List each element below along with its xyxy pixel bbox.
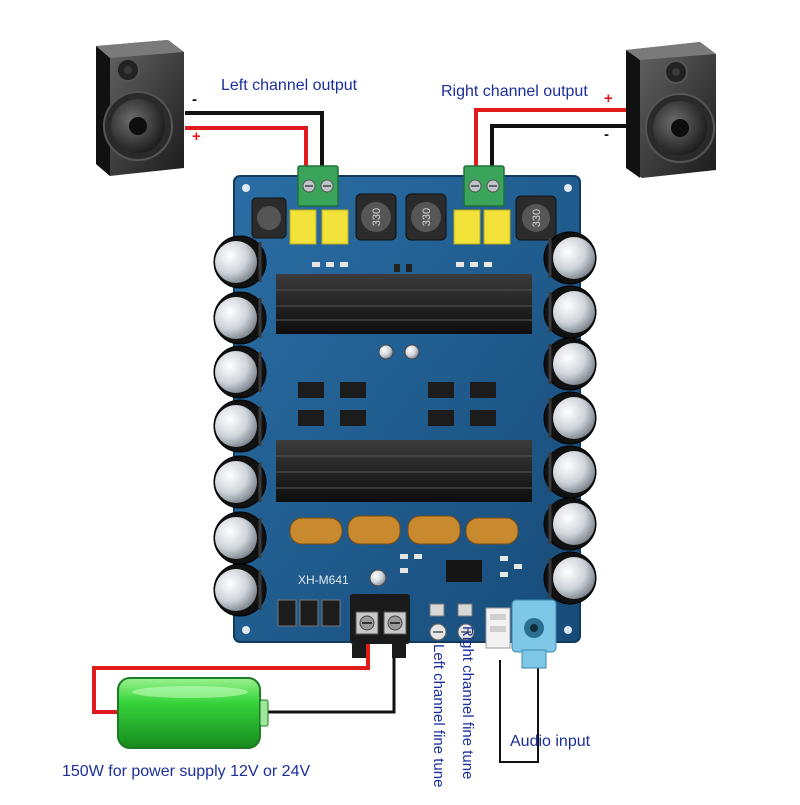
power-input-terminal bbox=[350, 594, 410, 658]
film-capacitors bbox=[289, 209, 511, 245]
power-supply-label: 150W for power supply 12V or 24V bbox=[62, 763, 311, 780]
inductor-mark-2: 330 bbox=[421, 208, 433, 226]
right-negative-mark: - bbox=[604, 126, 609, 143]
audio-input-line bbox=[499, 660, 539, 763]
left-output-terminal bbox=[297, 165, 339, 207]
board-model-label: XH-M641 bbox=[298, 573, 349, 587]
lower-heatsink bbox=[276, 440, 532, 502]
right-capacitor-1 bbox=[543, 231, 597, 285]
bottom-mosfets bbox=[277, 599, 341, 627]
right-capacitor-column bbox=[543, 231, 597, 605]
upper-heatsink bbox=[276, 274, 532, 334]
left-capacitor-4 bbox=[213, 399, 267, 453]
right-capacitor-5 bbox=[543, 445, 597, 499]
power-wire-positive bbox=[92, 640, 370, 714]
inductor-mark-3: 330 bbox=[531, 209, 543, 227]
right-channel-output-label: Right channel output bbox=[441, 83, 588, 100]
left-capacitor-6 bbox=[213, 511, 267, 565]
smd-components-top bbox=[312, 262, 492, 272]
right-capacitor-2 bbox=[543, 285, 597, 339]
right-fine-tune-label: Right channel fine tune bbox=[459, 626, 476, 780]
top-inductors: 330 330 330 bbox=[251, 193, 557, 241]
left-capacitor-2 bbox=[213, 291, 267, 345]
left-speaker bbox=[96, 40, 184, 176]
battery bbox=[117, 677, 269, 749]
right-capacitor-3 bbox=[543, 337, 597, 391]
left-channel-output-label: Left channel output bbox=[221, 77, 358, 94]
left-negative-mark: - bbox=[192, 91, 197, 108]
left-wire-negative bbox=[185, 111, 324, 170]
right-fine-tune-pot bbox=[457, 603, 475, 641]
right-capacitor-7 bbox=[543, 551, 597, 605]
right-wire-negative bbox=[490, 124, 628, 170]
ic-chip bbox=[446, 560, 482, 582]
left-capacitor-7 bbox=[213, 563, 267, 617]
smd-components-bottom bbox=[400, 554, 522, 577]
audio-input-jack bbox=[485, 599, 557, 669]
left-capacitor-3 bbox=[213, 345, 267, 399]
left-fine-tune-pot bbox=[429, 603, 447, 641]
small-capacitors bbox=[378, 344, 420, 360]
wires bbox=[92, 108, 628, 763]
right-capacitor-6 bbox=[543, 497, 597, 551]
right-speaker bbox=[626, 42, 716, 178]
amplifier-board: 330 330 330 bbox=[233, 165, 581, 643]
left-wire-positive bbox=[185, 126, 308, 170]
right-positive-mark: + bbox=[604, 90, 613, 107]
left-positive-mark: + bbox=[192, 128, 201, 145]
power-wire-negative bbox=[262, 640, 396, 714]
inductor-mark-1: 330 bbox=[371, 208, 383, 226]
power-transistors bbox=[298, 382, 496, 426]
audio-input-label: Audio input bbox=[510, 733, 591, 750]
left-fine-tune-label: Left channel fine tune bbox=[430, 644, 447, 788]
left-capacitor-1 bbox=[213, 235, 267, 289]
small-capacitor-bottom bbox=[369, 569, 387, 587]
left-capacitor-5 bbox=[213, 455, 267, 509]
toroid-inductors bbox=[289, 515, 519, 545]
right-output-terminal bbox=[463, 165, 505, 207]
left-capacitor-column bbox=[213, 235, 267, 617]
right-wire-positive bbox=[474, 108, 628, 170]
right-capacitor-4 bbox=[543, 391, 597, 445]
